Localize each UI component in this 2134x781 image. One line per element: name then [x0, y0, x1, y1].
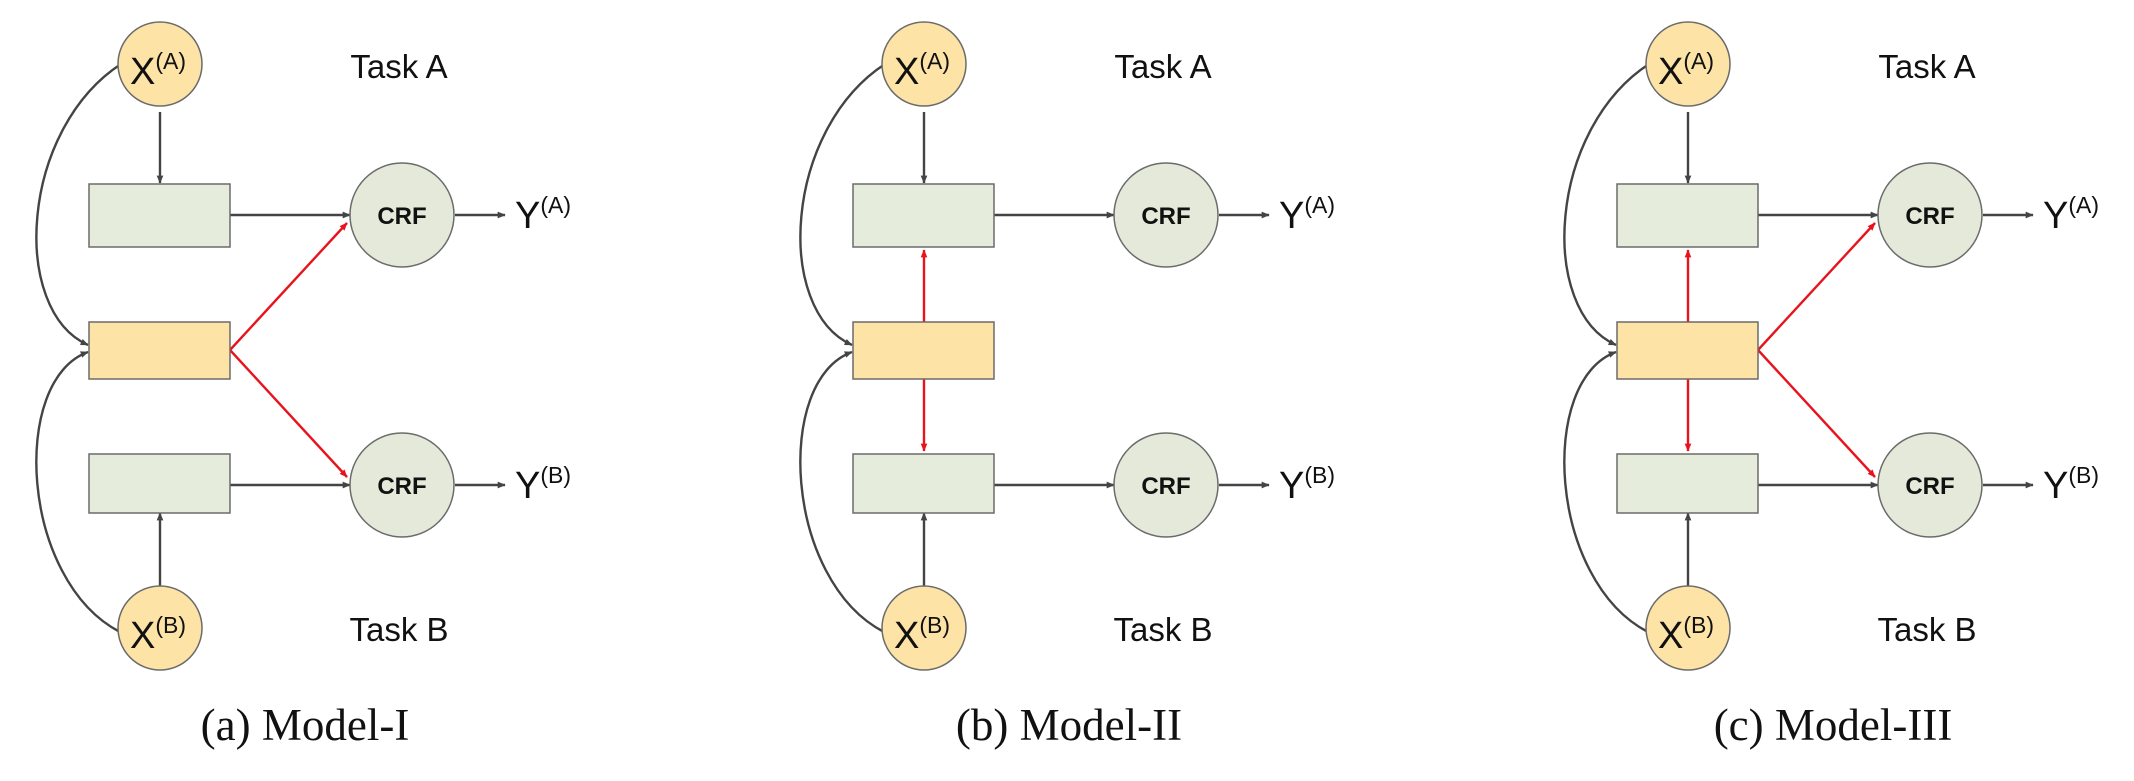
crf-a-label: CRF	[1905, 203, 1954, 230]
input-a-label: X(A)	[1658, 48, 1714, 93]
task-b-layer	[1616, 453, 1759, 514]
crf-b-node	[1877, 432, 1983, 538]
input-b-label: X(B)	[894, 612, 950, 657]
panel-2: X(A) X(B) CRF CRF Y(A) Y(B) Task A Task B (b) Mo…	[799, 21, 1335, 750]
input-b-label: X(B)	[130, 612, 186, 657]
shared-to-crf-b-edge	[1757, 349, 1876, 478]
input-a-node	[117, 21, 203, 107]
output-b-label: Y(B)	[1279, 462, 1335, 507]
input-a-to-shared-edge	[799, 62, 886, 347]
panel-caption: (a) Model-I	[201, 700, 410, 750]
input-b-to-shared-edge	[799, 350, 885, 634]
output-b-label: Y(B)	[2043, 462, 2099, 507]
task-a-label: Task A	[1114, 48, 1211, 85]
task-a-layer	[1616, 183, 1759, 248]
shared-to-crf-a-edge	[1757, 222, 1876, 351]
task-b-label: Task B	[1877, 611, 1976, 648]
shared-layer	[852, 321, 995, 380]
panel-1: X(A) X(B) CRF CRF Y(A) Y(B) Task A Task B (a) Mo…	[35, 21, 571, 750]
input-a-label: X(A)	[130, 48, 186, 93]
input-b-node	[881, 585, 967, 671]
crf-b-label: CRF	[377, 473, 426, 500]
crf-b-label: CRF	[1905, 473, 1954, 500]
shared-layer	[1616, 321, 1759, 380]
input-a-node	[1645, 21, 1731, 107]
output-a-label: Y(A)	[1279, 192, 1335, 237]
crf-b-node	[349, 432, 455, 538]
input-a-to-shared-edge	[1563, 62, 1650, 347]
shared-to-crf-a-edge	[229, 222, 348, 351]
crf-a-node	[349, 162, 455, 268]
input-a-to-shared-edge	[35, 62, 122, 347]
panel-caption: (b) Model-II	[956, 700, 1182, 750]
crf-a-label: CRF	[1141, 203, 1190, 230]
output-b-label: Y(B)	[515, 462, 571, 507]
crf-a-label: CRF	[377, 203, 426, 230]
task-a-label: Task A	[350, 48, 447, 85]
crf-b-label: CRF	[1141, 473, 1190, 500]
output-a-label: Y(A)	[515, 192, 571, 237]
task-a-layer	[852, 183, 995, 248]
task-b-layer	[88, 453, 231, 514]
shared-layer	[88, 321, 231, 380]
input-a-label: X(A)	[894, 48, 950, 93]
task-b-label: Task B	[1113, 611, 1212, 648]
input-a-node	[881, 21, 967, 107]
task-a-layer	[88, 183, 231, 248]
input-b-label: X(B)	[1658, 612, 1714, 657]
task-b-label: Task B	[349, 611, 448, 648]
panel-caption: (c) Model-III	[1714, 700, 1953, 750]
crf-a-node	[1113, 162, 1219, 268]
task-b-layer	[852, 453, 995, 514]
shared-to-crf-b-edge	[229, 349, 348, 478]
panel-3: X(A) X(B) CRF CRF Y(A) Y(B) Task A Task B (c) Mo…	[1563, 21, 2099, 750]
output-a-label: Y(A)	[2043, 192, 2099, 237]
input-b-node	[1645, 585, 1731, 671]
input-b-to-shared-edge	[1563, 350, 1649, 634]
input-b-node	[117, 585, 203, 671]
crf-b-node	[1113, 432, 1219, 538]
input-b-to-shared-edge	[35, 350, 121, 634]
crf-a-node	[1877, 162, 1983, 268]
task-a-label: Task A	[1878, 48, 1975, 85]
